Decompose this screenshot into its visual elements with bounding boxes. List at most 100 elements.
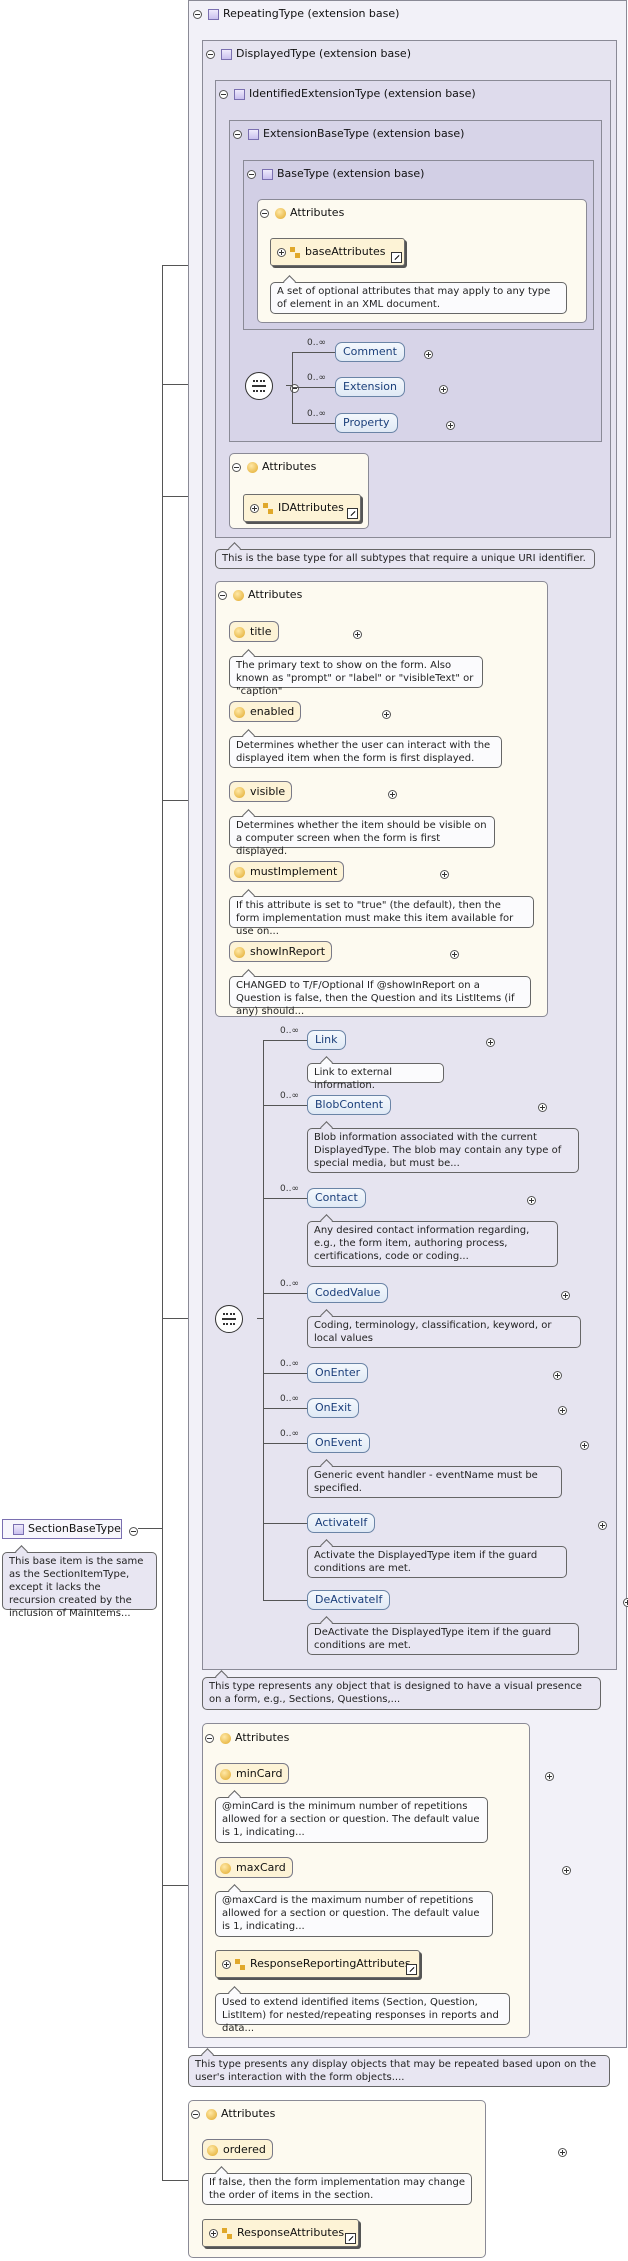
expand-icon[interactable] [558,2147,567,2157]
element-deactivateif[interactable]: DeActivateIf [307,1590,391,1610]
base-attributes-header[interactable]: Attributes [260,205,344,221]
element-link[interactable]: Link [307,1030,346,1050]
attribute-icon [234,786,245,798]
collapse-icon[interactable] [193,9,202,19]
element-property[interactable]: Property [335,413,398,433]
attribute-ordered[interactable]: ordered [202,2139,273,2160]
expand-icon[interactable] [552,1370,562,1380]
collapse-icon[interactable] [219,89,228,99]
attribute-icon [275,207,286,219]
displayed-type-header[interactable]: DisplayedType (extension base) [206,46,411,62]
expand-icon[interactable] [579,1440,589,1450]
attribute-maxcard[interactable]: maxCard [215,1857,293,1878]
element-activateif[interactable]: ActivateIf [307,1513,376,1533]
expand-icon[interactable] [424,349,433,359]
attribute-doc: Determines whether the user can interact… [229,736,502,768]
connector [292,352,336,353]
attribute-icon [234,946,245,958]
element-onenter[interactable]: OnEnter [307,1363,369,1383]
attribute-doc: The primary text to show on the form. Al… [229,656,483,697]
expand-icon[interactable] [438,384,448,394]
expand-icon[interactable] [449,949,459,959]
collapse-icon[interactable] [129,1526,138,1536]
expand-icon[interactable] [561,1290,570,1300]
expand-icon[interactable] [485,1037,495,1047]
collapse-icon[interactable] [260,208,269,218]
expand-icon[interactable] [545,1771,554,1781]
repeating-type-header[interactable]: RepeatingType (extension base) [193,6,399,22]
expand-icon[interactable] [352,629,362,639]
expand-icon[interactable] [222,1959,231,1969]
extension-base-type-header[interactable]: ExtensionBaseType (extension base) [233,126,464,142]
connector [263,1040,264,1600]
expand-icon[interactable] [209,2228,218,2238]
identified-type-header[interactable]: IdentifiedExtensionType (extension base) [219,86,476,102]
attribute-icon [220,1862,231,1874]
connector [162,265,163,2180]
connector [138,1528,162,1529]
element-codedvalue[interactable]: CodedValue [307,1283,389,1303]
element-onevent[interactable]: OnEvent [307,1433,371,1453]
attribute-mustimplement[interactable]: mustImplement [229,861,345,882]
expand-icon[interactable] [446,420,455,430]
link-arrow-icon[interactable] [391,252,402,263]
attribute-title[interactable]: title [229,621,279,642]
link-arrow-icon[interactable] [347,508,358,519]
attribute-enabled[interactable]: enabled [229,701,302,722]
response-attributes-group[interactable]: ResponseAttributes [202,2219,359,2247]
attribute-visible[interactable]: visible [229,781,293,802]
expand-icon[interactable] [538,1102,547,1112]
multiplicity-label: 0..∞ [280,1429,299,1439]
root-doc: This base item is the same as the Sectio… [2,1552,157,1619]
collapse-icon[interactable] [233,129,242,139]
expand-icon[interactable] [526,1195,536,1205]
root-type-box[interactable]: SectionBaseType [2,1519,122,1539]
displayed-attributes-header[interactable]: Attributes [218,587,302,603]
collapse-icon[interactable] [232,462,241,472]
attribute-mincard[interactable]: minCard [215,1763,290,1784]
id-attributes-group[interactable]: IDAttributes [243,494,361,522]
attribute-doc: If false, then the form implementation m… [202,2173,472,2205]
expand-icon[interactable] [558,1405,567,1415]
repeating-attributes-header[interactable]: Attributes [205,1730,289,1746]
collapse-icon[interactable] [218,590,227,600]
link-arrow-icon[interactable] [406,1964,417,1975]
collapse-icon[interactable] [191,2109,200,2119]
multiplicity-label: 0..∞ [280,1394,299,1404]
link-arrow-icon[interactable] [345,2233,356,2244]
connector [162,2180,188,2181]
expand-icon[interactable] [387,789,397,799]
collapse-icon[interactable] [206,49,215,59]
attribute-group-icon [290,246,301,258]
attribute-doc: Determines whether the item should be vi… [229,816,495,857]
expand-icon[interactable] [622,1597,628,1607]
collapse-icon[interactable] [289,383,299,393]
expand-icon[interactable] [382,709,391,719]
element-doc: Activate the DisplayedType item if the g… [307,1546,567,1578]
multiplicity-label: 0..∞ [280,1359,299,1369]
connector [263,1443,307,1444]
expand-icon[interactable] [598,1520,607,1530]
element-doc: Blob information associated with the cur… [307,1128,579,1173]
element-extension[interactable]: Extension [335,377,406,397]
expand-icon[interactable] [277,247,286,257]
element-blobcontent[interactable]: BlobContent [307,1095,392,1115]
expand-icon[interactable] [440,869,449,879]
base-type-header[interactable]: BaseType (extension base) [247,166,424,182]
attribute-icon [234,706,245,718]
attribute-showinreport[interactable]: showInReport [229,941,333,962]
response-reporting-attributes-group[interactable]: ResponseReportingAttributes [215,1950,420,1978]
expand-icon[interactable] [561,1865,571,1875]
element-comment[interactable]: Comment [335,342,405,362]
section-attributes-header[interactable]: Attributes [191,2106,275,2122]
element-onexit[interactable]: OnExit [307,1398,360,1418]
collapse-icon[interactable] [247,169,256,179]
identified-attributes-header[interactable]: Attributes [232,459,316,475]
element-doc: Coding, terminology, classification, key… [307,1316,581,1348]
collapse-icon[interactable] [205,1733,214,1743]
base-attributes-group[interactable]: baseAttributes [270,238,405,266]
multiplicity-label: 0..∞ [280,1091,299,1101]
expand-icon[interactable] [250,503,259,513]
attribute-icon [220,1768,231,1780]
element-contact[interactable]: Contact [307,1188,366,1208]
